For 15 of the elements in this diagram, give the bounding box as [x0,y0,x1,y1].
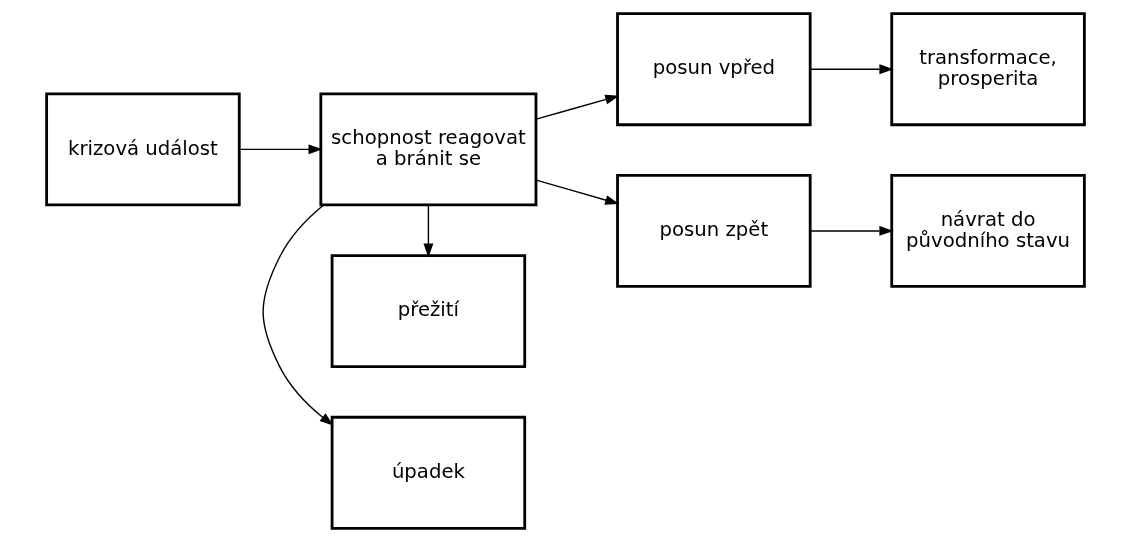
arrow [535,179,619,205]
arrow [535,94,619,120]
arrow [422,204,433,258]
node-box: návrat do původního stavu [889,173,1086,288]
node-box: krizová událost [44,92,241,207]
arrow [261,204,334,426]
node-box: posun vpřed [615,12,812,127]
arrow [808,226,893,236]
node-box: transformace, prosperita [889,12,1086,127]
arrow [808,64,893,75]
node-box: úpadek [330,415,526,530]
arrow [238,144,323,155]
node-box: posun zpět [615,173,812,288]
node-box: schopnost reagovat a bránit se [318,92,537,207]
node-box: přežití [330,254,526,369]
